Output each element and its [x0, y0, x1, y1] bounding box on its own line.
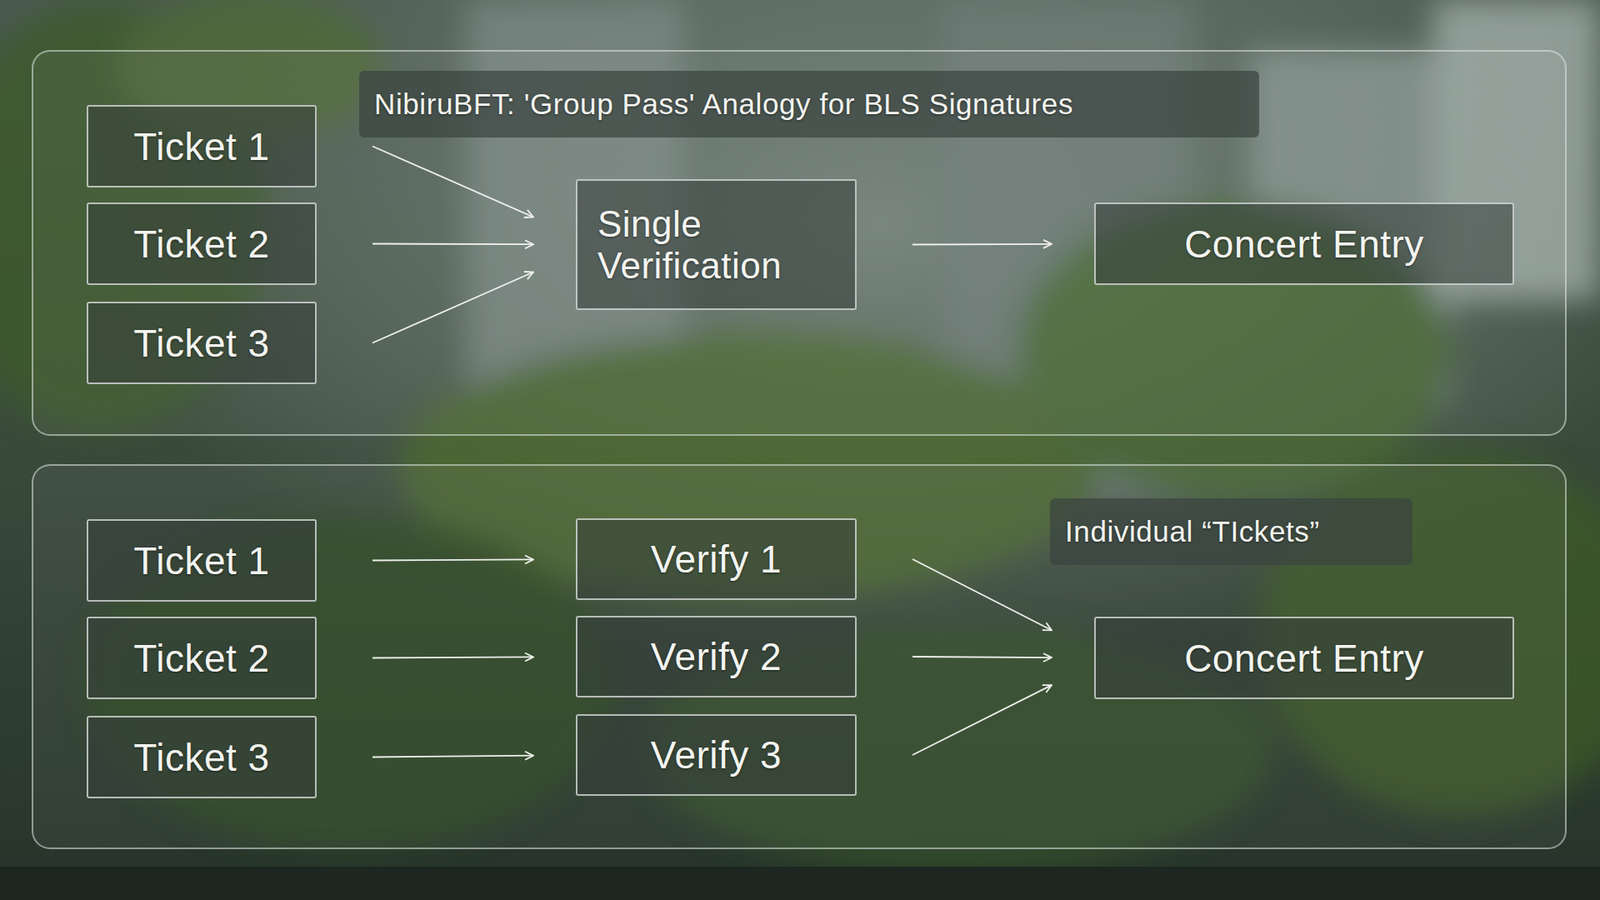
process-box: Ticket 1: [86, 519, 317, 602]
box-label: Single Verification: [597, 203, 835, 286]
box-label: Ticket 1: [133, 124, 270, 170]
panel-heading: NibiruBFT: 'Group Pass' Analogy for BLS …: [374, 87, 1074, 121]
process-box: Ticket 3: [86, 715, 317, 799]
process-box: Single Verification: [575, 179, 857, 310]
process-box: Ticket 2: [86, 202, 317, 285]
heading-patch: NibiruBFT: 'Group Pass' Analogy for BLS …: [359, 70, 1260, 138]
box-label: Verify 3: [650, 732, 782, 778]
process-box: Verify 1: [575, 518, 857, 600]
process-box: Concert Entry: [1094, 616, 1515, 700]
box-label: Ticket 1: [133, 538, 270, 584]
process-box: Verify 2: [575, 615, 857, 698]
box-label: Concert Entry: [1184, 635, 1425, 681]
box-label: Ticket 2: [133, 635, 270, 681]
process-box: Ticket 1: [86, 105, 317, 188]
group-panel: Individual “TIckets” Ticket 1 Ticket 2 Tick…: [31, 464, 1567, 850]
process-box: Concert Entry: [1094, 202, 1515, 285]
panel-heading: Individual “TIckets”: [1065, 515, 1320, 549]
group-panel: NibiruBFT: 'Group Pass' Analogy for BLS …: [31, 50, 1567, 436]
box-label: Concert Entry: [1184, 221, 1425, 267]
heading-patch: Individual “TIckets”: [1050, 498, 1413, 565]
process-box: Ticket 2: [86, 616, 317, 700]
box-label: Ticket 3: [133, 735, 270, 780]
process-box: Verify 3: [575, 714, 857, 796]
box-label: Ticket 3: [133, 320, 270, 366]
box-label: Ticket 2: [133, 221, 270, 267]
box-label: Verify 1: [650, 536, 782, 582]
box-label: Verify 2: [650, 634, 782, 680]
process-box: Ticket 3: [86, 301, 317, 385]
